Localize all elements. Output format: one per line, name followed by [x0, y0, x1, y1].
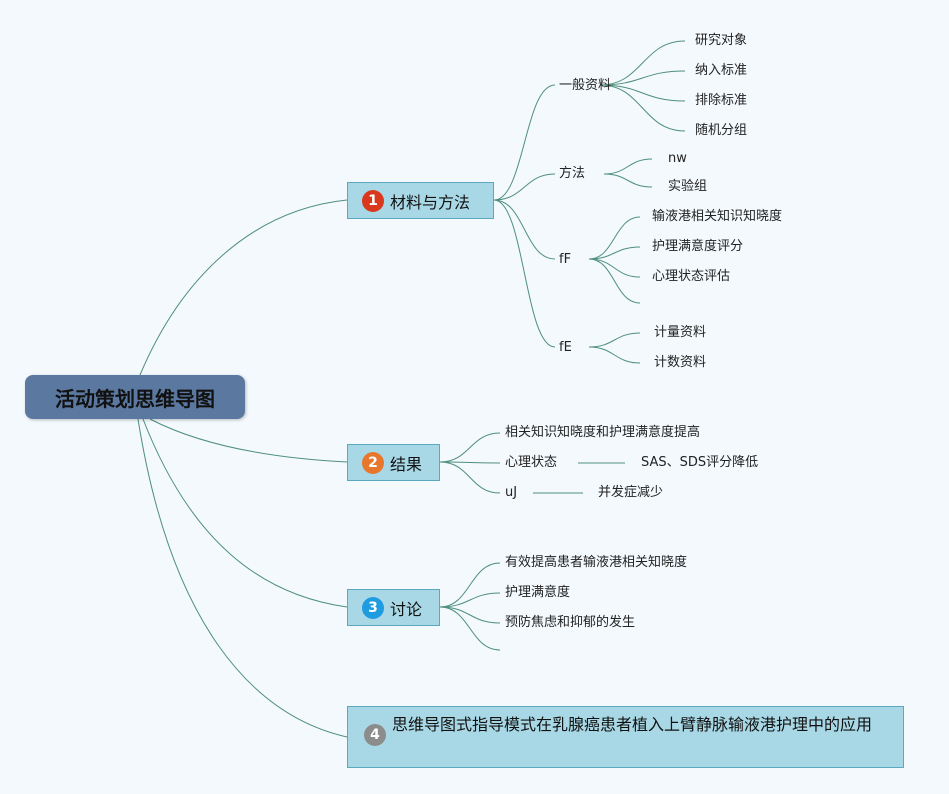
leaf-exclusion-criteria[interactable]: 排除标准 [695, 93, 748, 108]
branch-label: 结果 [390, 454, 423, 474]
leaf-experimental-group[interactable]: 实验组 [668, 179, 708, 194]
node-ff[interactable]: fF [559, 252, 572, 267]
node-psych-state[interactable]: 心理状态 [505, 455, 558, 470]
leaf-improve-port-knowledge[interactable]: 有效提高患者输液港相关知晓度 [505, 555, 688, 570]
branch-label: 材料与方法 [390, 192, 471, 212]
leaf-nw[interactable]: nw [668, 151, 687, 166]
leaf-inclusion-criteria[interactable]: 纳入标准 [695, 63, 748, 78]
number-badge-1: 1 [362, 189, 384, 212]
leaf-count-data[interactable]: 计数资料 [654, 355, 707, 370]
branch-node-results[interactable]: 2 结果 [347, 444, 440, 481]
leaf-nursing-satisfaction[interactable]: 护理满意度 [505, 585, 571, 600]
branch-node-application[interactable]: 4 思维导图式指导模式在乳腺癌患者植入上臂静脉输液港护理中的应用 [347, 706, 904, 768]
number-badge-3: 3 [362, 596, 384, 619]
branch-label: 思维导图式指导模式在乳腺癌患者植入上臂静脉输液港护理中的应用 [392, 715, 873, 734]
leaf-research-subjects[interactable]: 研究对象 [695, 33, 748, 48]
leaf-port-knowledge[interactable]: 输液港相关知识知晓度 [652, 209, 783, 224]
node-uj[interactable]: uJ [505, 485, 518, 500]
number-badge-2: 2 [362, 451, 384, 474]
leaf-measurement-data[interactable]: 计量资料 [654, 325, 707, 340]
leaf-sas-sds-reduced[interactable]: SAS、SDS评分降低 [641, 455, 759, 470]
node-methods[interactable]: 方法 [559, 166, 586, 181]
branch-label: 讨论 [390, 599, 423, 619]
leaf-random-grouping[interactable]: 随机分组 [695, 123, 748, 138]
root-label: 活动策划思维导图 [55, 386, 215, 411]
leaf-satisfaction-score[interactable]: 护理满意度评分 [652, 239, 744, 254]
node-general-data[interactable]: 一般资料 [559, 78, 612, 93]
number-badge-4: 4 [364, 724, 386, 746]
leaf-psych-assessment[interactable]: 心理状态评估 [652, 269, 731, 284]
branch-node-discussion[interactable]: 3 讨论 [347, 589, 440, 626]
leaf-prevent-anxiety-depression[interactable]: 预防焦虑和抑郁的发生 [505, 615, 636, 630]
branch-node-materials-methods[interactable]: 1 材料与方法 [347, 182, 494, 219]
root-node[interactable]: 活动策划思维导图 [25, 375, 245, 419]
leaf-knowledge-satisfaction-improved[interactable]: 相关知识知晓度和护理满意度提高 [505, 425, 701, 440]
leaf-complications-reduced[interactable]: 并发症减少 [598, 485, 664, 500]
node-fe[interactable]: fE [559, 340, 572, 355]
